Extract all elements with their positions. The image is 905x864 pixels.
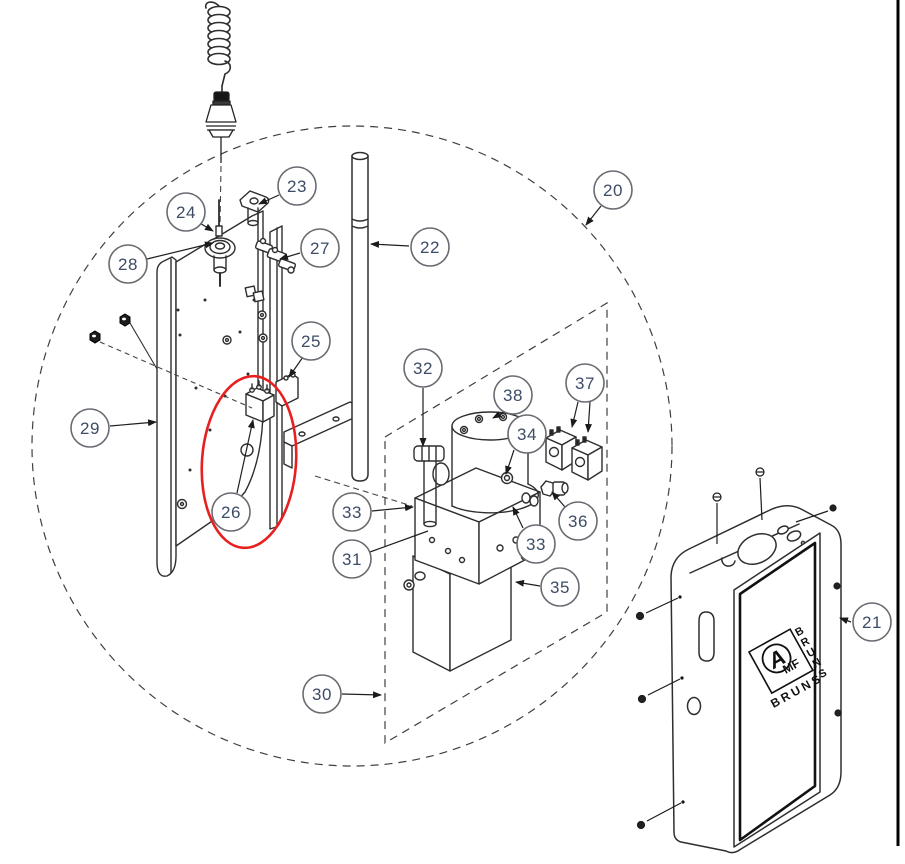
release-valve [413,445,450,528]
callout-27: 27 [300,228,340,268]
callout-29: 29 [70,408,110,448]
leader-26 [236,419,255,494]
leader-31 [369,530,429,553]
svg-text:36: 36 [568,512,588,531]
leader-21 [839,617,852,625]
leader-28 [146,241,214,260]
plate-holes [176,298,256,472]
gas-spring-rod [351,151,369,482]
callout-24: 24 [166,192,206,232]
leader-33-left [371,504,414,512]
left-rail [156,256,177,577]
cover-top-hole [737,533,777,565]
svg-text:35: 35 [550,578,570,597]
mounting-bolts [89,313,253,409]
callout-31: 31 [332,539,372,579]
svg-text:29: 29 [80,419,100,438]
svg-text:28: 28 [118,255,138,274]
leader-35 [515,579,541,587]
limit-switch [245,380,275,423]
svg-text:27: 27 [310,239,330,258]
right-rail [269,225,283,530]
leader-38 [492,411,505,419]
svg-text:34: 34 [517,425,537,444]
svg-text:33: 33 [342,503,362,522]
cable-axis-dashed [219,165,222,227]
small-blocks [244,285,265,303]
coiled-cable [204,1,232,93]
leader-33-right [512,506,524,529]
alignment-axis-dashed [314,475,413,507]
callout-33-left: 33 [332,492,372,532]
svg-text:31: 31 [342,550,362,569]
leader-20 [585,205,602,226]
callout-37: 37 [565,363,605,403]
leader-36 [551,491,566,508]
callout-26: 26 [211,492,251,532]
cover-side-slot [698,611,715,662]
leader-34 [505,449,515,475]
svg-text:20: 20 [603,181,623,200]
leader-25 [288,356,304,378]
svg-text:30: 30 [312,685,332,704]
svg-text:21: 21 [862,613,882,632]
callout-32: 32 [403,348,443,388]
highlight-ellipse-part-26 [200,374,298,550]
callout-33-right: 33 [516,524,556,564]
leader-27 [279,252,301,261]
callout-25: 25 [291,321,331,361]
svg-text:33: 33 [526,535,546,554]
plate-face [175,210,264,547]
callout-20: 20 [593,170,633,210]
detail-circle-boundary [31,125,673,767]
svg-text:23: 23 [287,177,307,196]
cover-housing [670,505,842,854]
svg-text:38: 38 [503,386,523,405]
callout-23: 23 [277,166,317,206]
callout-35: 35 [540,567,580,607]
callout-21: 21 [852,602,892,642]
mounting-plate-assembly [156,190,359,577]
callout-30: 30 [302,674,342,714]
leader-37a [570,401,579,428]
callout-22: 22 [410,227,450,267]
callout-38: 38 [493,375,533,415]
cable-connector-plug [205,91,237,163]
callout-34: 34 [507,414,547,454]
pump-group-boundary [384,301,608,745]
svg-text:26: 26 [221,503,241,522]
callout-28: 28 [108,244,148,284]
cover-side-hole [686,696,702,716]
svg-text:25: 25 [301,332,321,351]
leader-22 [370,240,410,248]
svg-text:37: 37 [575,374,595,393]
callout-balloons: 20 21 22 23 24 25 26 27 [70,166,892,714]
svg-text:22: 22 [420,238,440,257]
hydraulic-pump-unit [403,411,603,672]
leader-23 [258,194,280,205]
leader-lines [109,194,852,699]
cover-screws [635,467,842,830]
solenoid-coils [545,426,603,481]
leader-29 [109,419,157,427]
leader-37b [585,401,593,433]
svg-text:24: 24 [176,203,196,222]
callout-36: 36 [558,501,598,541]
leader-30 [341,691,382,699]
svg-text:32: 32 [413,359,433,378]
hydraulic-fittings [500,471,569,507]
